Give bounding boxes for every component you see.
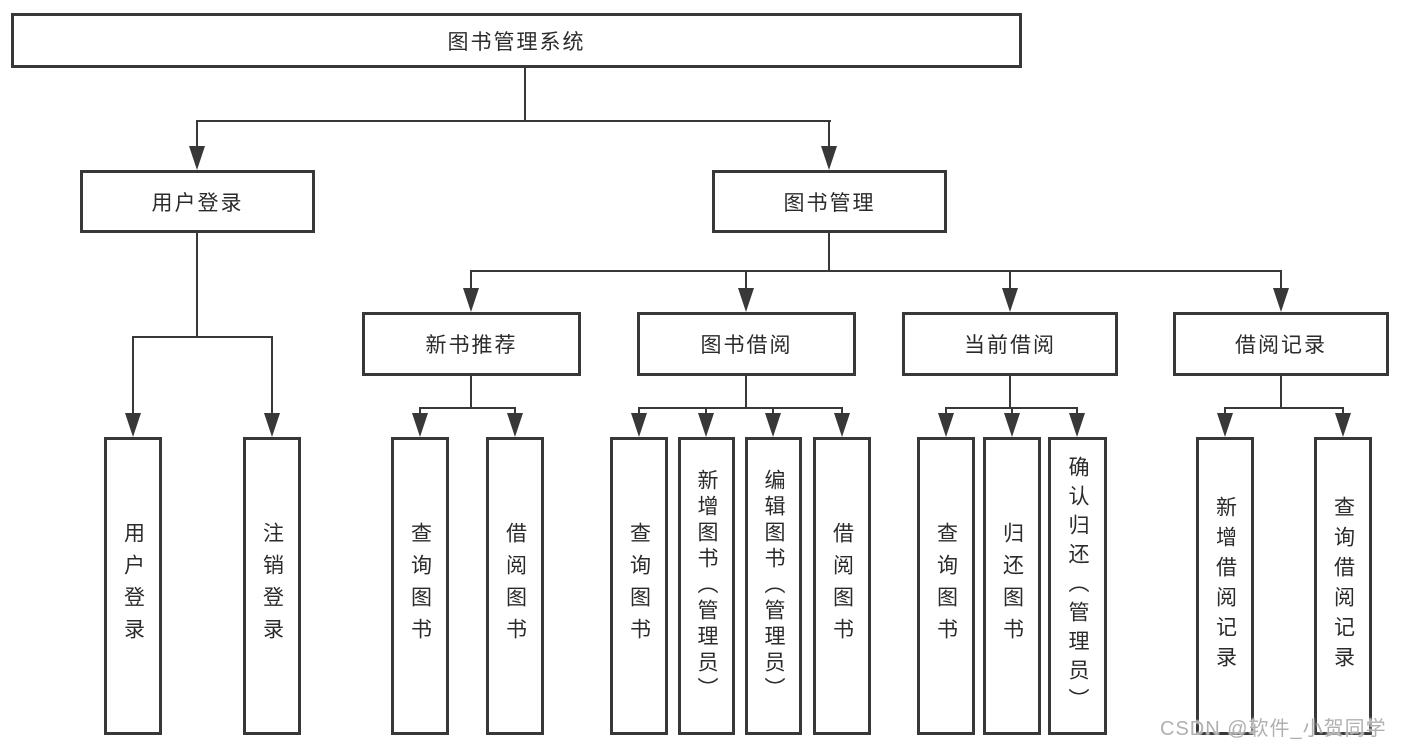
node-edit-books-admin-label: 编辑图书（管理员） bbox=[762, 469, 785, 703]
node-query-books-current: 查询图书 bbox=[917, 437, 975, 735]
node-root: 图书管理系统 bbox=[11, 13, 1022, 68]
connector-line bbox=[1224, 407, 1344, 409]
connector-line bbox=[1280, 270, 1282, 296]
arrow-down-icon bbox=[631, 413, 647, 437]
connector-line bbox=[1280, 376, 1282, 409]
node-query-books-recommend: 查询图书 bbox=[391, 437, 449, 735]
watermark: CSDN @软件_小贺同学 bbox=[1160, 718, 1387, 740]
arrow-down-icon bbox=[1273, 288, 1289, 312]
arrow-down-icon bbox=[125, 413, 141, 437]
arrow-down-icon bbox=[821, 146, 837, 170]
node-add-borrow-record-label: 新增借阅记录 bbox=[1213, 496, 1237, 676]
node-confirm-return-admin-label: 确认归还（管理员） bbox=[1066, 455, 1089, 717]
node-borrow-books-borrowing-label: 借阅图书 bbox=[830, 522, 854, 650]
node-query-books-current-label: 查询图书 bbox=[934, 522, 958, 650]
arrow-down-icon bbox=[507, 413, 523, 437]
node-book-management: 图书管理 bbox=[712, 170, 947, 233]
arrow-down-icon bbox=[738, 288, 754, 312]
connector-line bbox=[132, 336, 134, 418]
connector-line bbox=[196, 120, 831, 122]
connector-line bbox=[745, 376, 747, 409]
node-return-books-label: 归还图书 bbox=[1000, 522, 1024, 650]
connector-line bbox=[470, 270, 1282, 272]
node-return-books: 归还图书 bbox=[983, 437, 1041, 735]
node-query-books-recommend-label: 查询图书 bbox=[408, 522, 432, 650]
arrow-down-icon bbox=[412, 413, 428, 437]
arrow-down-icon bbox=[698, 413, 714, 437]
node-add-borrow-record: 新增借阅记录 bbox=[1196, 437, 1254, 735]
connector-line bbox=[132, 336, 273, 338]
node-query-borrow-record: 查询借阅记录 bbox=[1314, 437, 1372, 735]
arrow-down-icon bbox=[765, 413, 781, 437]
connector-line bbox=[745, 270, 747, 296]
node-borrow-books-borrowing: 借阅图书 bbox=[813, 437, 871, 735]
connector-line bbox=[1009, 270, 1011, 296]
arrow-down-icon bbox=[463, 288, 479, 312]
connector-line bbox=[470, 376, 472, 409]
connector-line bbox=[419, 407, 516, 409]
node-edit-books-admin: 编辑图书（管理员） bbox=[745, 437, 802, 735]
node-current-borrowing: 当前借阅 bbox=[902, 312, 1118, 376]
connector-line bbox=[524, 68, 526, 122]
node-query-borrow-record-label: 查询借阅记录 bbox=[1331, 496, 1355, 676]
arrow-down-icon bbox=[1335, 413, 1351, 437]
node-add-books-admin: 新增图书（管理员） bbox=[678, 437, 735, 735]
node-logout-leaf: 注销登录 bbox=[243, 437, 301, 735]
node-borrow-books-recommend: 借阅图书 bbox=[486, 437, 544, 735]
connector-line bbox=[196, 120, 198, 154]
arrow-down-icon bbox=[1217, 413, 1233, 437]
connector-line bbox=[828, 233, 830, 272]
node-user-login-leaf: 用户登录 bbox=[104, 437, 162, 735]
connector-line bbox=[638, 407, 843, 409]
arrow-down-icon bbox=[264, 413, 280, 437]
node-query-books-borrowing-label: 查询图书 bbox=[627, 522, 651, 650]
node-confirm-return-admin: 确认归还（管理员） bbox=[1048, 437, 1107, 735]
connector-line bbox=[196, 233, 198, 336]
arrow-down-icon bbox=[938, 413, 954, 437]
arrow-down-icon bbox=[1004, 413, 1020, 437]
node-borrowing-records: 借阅记录 bbox=[1173, 312, 1389, 376]
arrow-down-icon bbox=[1002, 288, 1018, 312]
arrow-down-icon bbox=[834, 413, 850, 437]
node-borrow-books-recommend-label: 借阅图书 bbox=[503, 522, 527, 650]
connector-line bbox=[470, 270, 472, 296]
node-logout-leaf-label: 注销登录 bbox=[260, 522, 284, 650]
arrow-down-icon bbox=[189, 146, 205, 170]
node-add-books-admin-label: 新增图书（管理员） bbox=[695, 469, 718, 703]
connector-line bbox=[1009, 376, 1011, 409]
arrow-down-icon bbox=[1069, 413, 1085, 437]
node-book-borrowing: 图书借阅 bbox=[637, 312, 856, 376]
node-new-book-recommendation: 新书推荐 bbox=[362, 312, 581, 376]
node-user-login-leaf-label: 用户登录 bbox=[121, 522, 145, 650]
connector-line bbox=[271, 336, 273, 418]
node-query-books-borrowing: 查询图书 bbox=[610, 437, 668, 735]
connector-line bbox=[828, 120, 830, 154]
node-user-login: 用户登录 bbox=[80, 170, 315, 233]
